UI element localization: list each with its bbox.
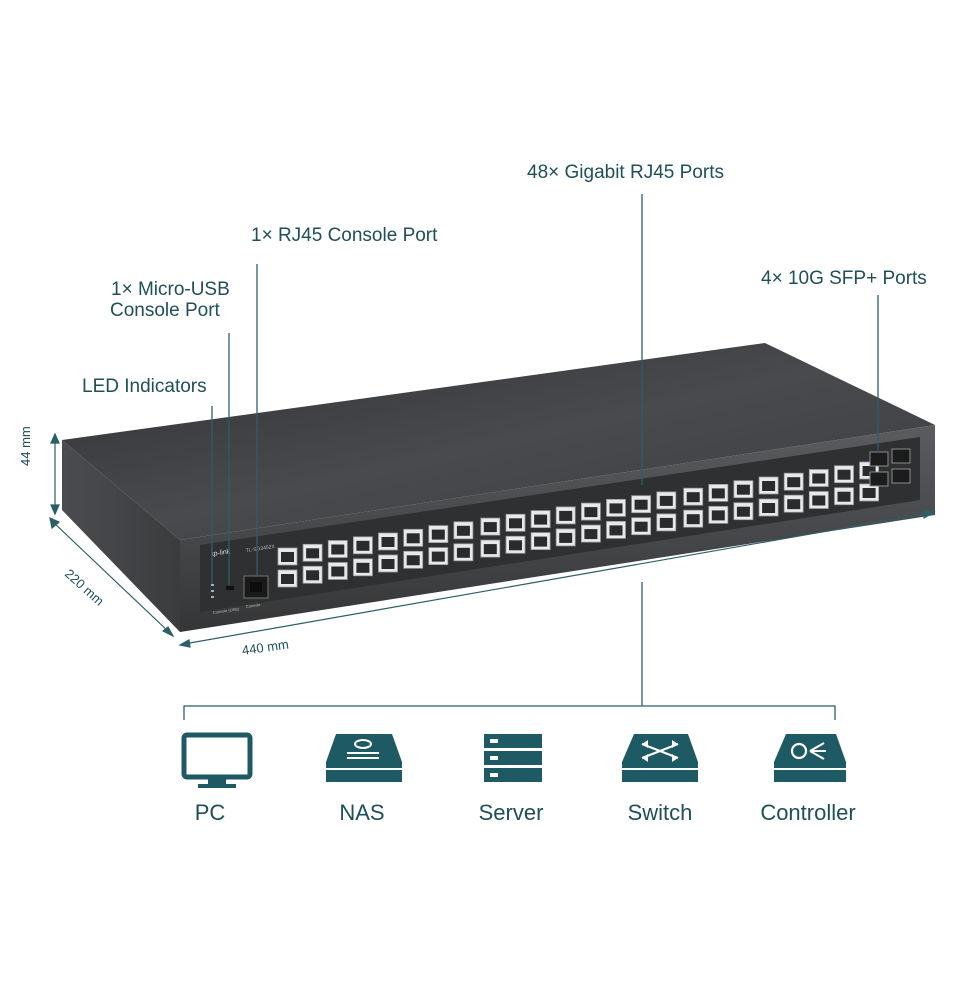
rj45-port-socket [862,488,876,498]
rj45-port-socket [431,551,445,562]
device-label-nas: NAS [339,800,385,825]
rj45-port-socket [584,529,598,540]
nas-icon [326,734,402,782]
rj45-port-socket [509,518,522,529]
rj45-port-socket [483,522,497,533]
rj45-port-socket [584,507,598,518]
console-usb-text: Console (USB) [212,606,240,615]
rj45-port-socket [659,495,673,506]
rj45-port-socket [534,536,548,547]
rj45-port-socket [559,532,573,543]
gigabit-ports-label: 48× Gigabit RJ45 Ports [527,162,724,183]
rj45-port-socket [762,481,776,491]
rj45-port-socket [406,533,420,544]
rj45-port-socket [812,495,826,506]
device-label-controller: Controller [760,800,856,825]
rj45-port-socket [534,514,548,525]
server-icon [484,734,542,782]
rj45-port-socket [762,503,776,513]
rj45-port-socket [431,529,445,540]
micro-usb-label-line1: 1× Micro-USB [111,279,230,300]
micro-usb-label-line2: Console Port [110,300,220,321]
rj45-port-socket [306,548,320,559]
rj45-port-socket [281,552,294,562]
rj45-port-socket [509,540,522,551]
rj45-port-socket [711,488,725,499]
rj45-port-socket [862,466,876,476]
height-dimension: 44 mm [18,426,33,466]
rj45-port-socket [356,540,370,551]
rj45-port-socket [609,503,623,514]
sfp-ports-label: 4× 10G SFP+ Ports [761,268,927,289]
rj45-port-socket [456,525,470,536]
rj45-port-socket [406,555,420,566]
dimension-lines [49,432,936,648]
console-text: Console [245,602,261,609]
rj45-port-socket [483,544,497,555]
rj45-port-socket [331,544,345,555]
rj45-port-socket [837,469,851,480]
monitor-icon [181,732,253,788]
rj45-console-label: 1× RJ45 Console Port [251,225,438,246]
rj45-port-socket [812,473,826,484]
brand-logo: tp-link [211,548,231,558]
rj45-port-socket [711,510,725,521]
rj45-port-socket [281,574,294,584]
rj45-port-socket [306,570,320,581]
rj45-port-socket [559,510,573,521]
rj45-port-socket [787,477,801,488]
led-indicators-label: LED Indicators [82,376,207,397]
switch-icon [622,734,698,782]
device-label-pc: PC [194,800,226,825]
rj45-port-socket [686,492,700,503]
rj45-port-socket [456,547,470,558]
rj45-port-socket [686,514,700,525]
rj45-port-socket [736,484,750,495]
rj45-port-socket [634,499,648,510]
rj45-port-socket [787,499,801,510]
rj45-port-socket [659,517,673,528]
rj45-port-socket [609,525,623,536]
chassis-top [62,343,935,540]
rj45-port-socket [356,562,370,573]
rj45-port-socket [331,566,345,577]
controller-icon [774,734,846,782]
leader-lines [183,194,879,720]
device-label-server: Server [478,800,544,825]
rj45-port-socket [634,521,648,532]
rj45-port-socket [736,506,750,517]
rj45-port-socket [381,537,395,547]
rj45-port-socket [837,491,851,502]
sfp-ports [869,448,911,487]
led-indicators [211,584,214,598]
model-text: TL-SG3452X [245,544,275,554]
device-label-switch: Switch [627,800,693,825]
chassis-side [62,440,180,632]
rj45-port-socket [381,559,395,569]
micro-usb-port [226,586,234,590]
port-grid [277,461,879,588]
